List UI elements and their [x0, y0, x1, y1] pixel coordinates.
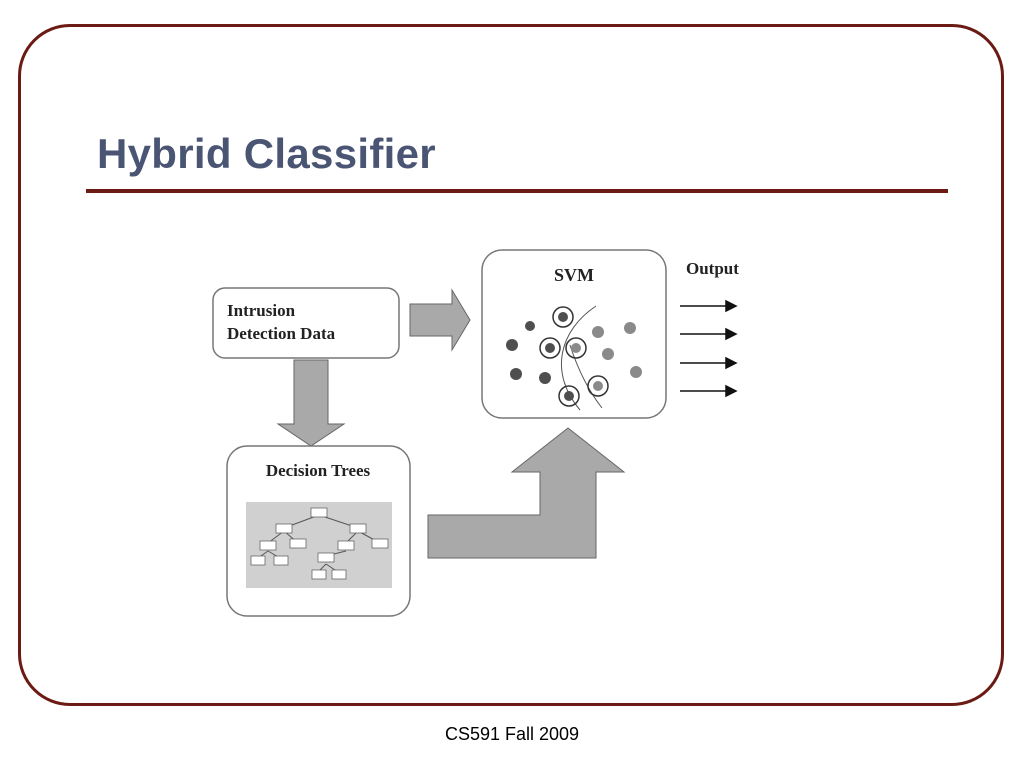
slide-footer: CS591 Fall 2009	[444, 724, 580, 744]
arrow-down-icon	[276, 359, 346, 447]
output-arrows	[680, 299, 738, 398]
output-label: Output	[686, 259, 739, 278]
intrusion-label: Intrusion	[227, 301, 296, 320]
decision-trees-box: Decision Trees	[226, 445, 411, 617]
detection-data-label: Detection Data	[227, 324, 336, 343]
arrow-right-icon	[409, 288, 471, 352]
svm-label: SVM	[554, 265, 594, 285]
scatter-points-icon	[506, 305, 642, 411]
arrow-up-bent-icon	[427, 427, 626, 559]
decision-tree-icon	[246, 502, 392, 588]
decision-trees-label: Decision Trees	[266, 461, 371, 480]
slide-title: Hybrid Classifier	[97, 130, 436, 177]
slide-frame	[18, 24, 1004, 706]
svm-box: SVM	[481, 249, 667, 419]
intrusion-data-box: Intrusion Detection Data	[212, 287, 400, 359]
title-divider	[86, 189, 948, 193]
